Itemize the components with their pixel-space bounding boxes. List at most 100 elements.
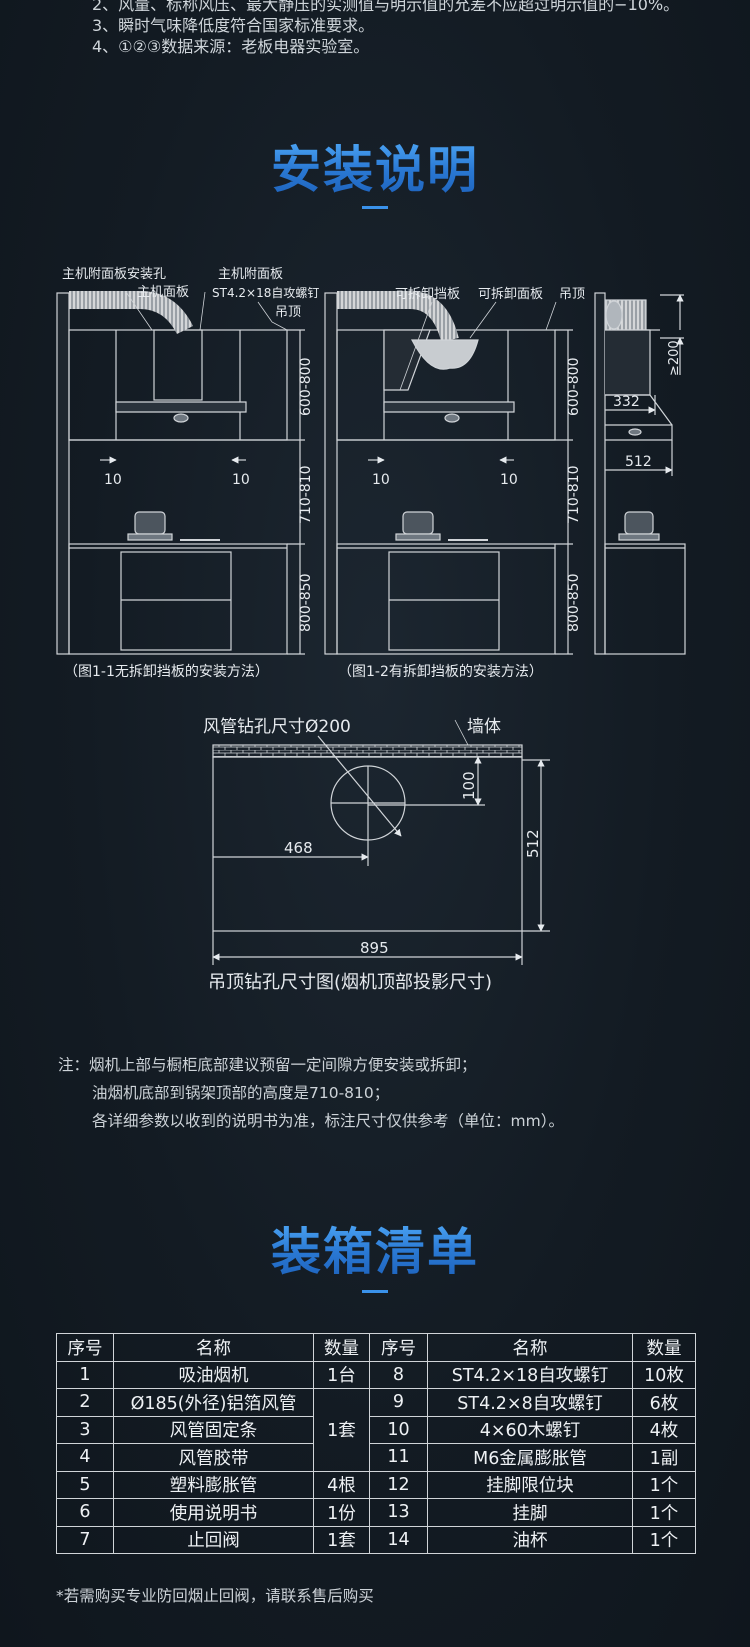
- dim-fig2-upper: 600-800: [566, 358, 582, 417]
- cell-name: M6金属膨胀管: [427, 1443, 633, 1472]
- cell-no: 14: [369, 1525, 428, 1554]
- cell-name: Ø185(外径)铝箔风管: [113, 1388, 314, 1417]
- figure-1-1: [56, 291, 305, 655]
- packing-table: 序号 名称 数量 序号 名称 数量 1 吸油烟机 1台 8 ST4.2×18自攻…: [56, 1333, 696, 1554]
- label-removable-baffle: 可拆卸挡板: [395, 286, 460, 302]
- label-wall: 墙体: [467, 717, 501, 737]
- caption-ceiling: 吊顶钻孔尺寸图(烟机顶部投影尺寸): [208, 972, 492, 993]
- cell-no: 3: [56, 1415, 114, 1444]
- cell-name: 风管胶带: [113, 1443, 314, 1472]
- cell-qty: 4根: [313, 1470, 370, 1499]
- dim-side-512: 512: [625, 454, 652, 470]
- label-main-panel: 主机面板: [137, 285, 189, 300]
- installation-title: 安装说明: [0, 130, 750, 202]
- caption-fig1: （图1-1无拆卸挡板的安装方法）: [64, 664, 269, 680]
- packing-footnote: *若需购买专业防回烟止回阀，请联系售后购买: [56, 1587, 374, 1605]
- cell-qty: 1台: [313, 1360, 370, 1389]
- header-qty-1: 数量: [313, 1333, 370, 1362]
- label-screw: ST4.2×18自攻螺钉: [212, 286, 319, 300]
- dim-side-top: ≥200: [667, 340, 682, 376]
- cell-qty-merged: 1套: [313, 1388, 370, 1472]
- cell-name: 挂脚限位块: [427, 1470, 633, 1499]
- cell-no: 1: [56, 1360, 114, 1389]
- cell-qty: 1套: [313, 1525, 370, 1554]
- cell-name: 风管固定条: [113, 1415, 314, 1444]
- table-row: 6 使用说明书 1份 13 挂脚 1个: [56, 1498, 696, 1527]
- header-name-1: 名称: [113, 1333, 314, 1362]
- dim-100: 100: [460, 771, 478, 800]
- spec-note-4: 4、①②③数据来源：老板电器实验室。: [92, 37, 370, 56]
- dim-fig2-middle: 710-810: [566, 466, 582, 525]
- cell-no: 11: [369, 1443, 428, 1472]
- cell-name: 油杯: [427, 1525, 633, 1554]
- table-row: 3 风管固定条 10 4×60木螺钉 4枚: [56, 1415, 696, 1444]
- cell-qty: 1个: [632, 1498, 696, 1527]
- spec-notes: 2、风量、标称风压、最大静压的实测值与明示值的允差不应超过明示值的−10%。 3…: [92, 0, 679, 57]
- cell-no: 13: [369, 1498, 428, 1527]
- note-line-3: 各详细参数以收到的说明书为准，标注尺寸仅供参考（单位：mm）。: [92, 1112, 564, 1130]
- spec-note-2: 2、风量、标称风压、最大静压的实测值与明示值的允差不应超过明示值的−10%。: [92, 0, 680, 14]
- table-header-row: 序号 名称 数量 序号 名称 数量: [56, 1333, 696, 1362]
- dim-fig1-lower: 800-850: [298, 574, 314, 633]
- cell-qty: 1个: [632, 1470, 696, 1499]
- cell-name: 使用说明书: [113, 1498, 314, 1527]
- header-name-2: 名称: [427, 1333, 633, 1362]
- label-ceiling-2: 吊顶: [559, 287, 585, 302]
- cell-qty: 10枚: [632, 1360, 696, 1389]
- dim-fig1-upper: 600-800: [298, 358, 314, 417]
- cell-no: 7: [56, 1525, 114, 1554]
- cell-no: 10: [369, 1415, 428, 1444]
- table-row: 7 止回阀 1套 14 油杯 1个: [56, 1525, 696, 1554]
- cell-name: 塑料膨胀管: [113, 1470, 314, 1499]
- dim-468: 468: [284, 839, 313, 857]
- header-no-1: 序号: [56, 1333, 114, 1362]
- cell-name: ST4.2×18自攻螺钉: [427, 1360, 633, 1389]
- dim-fig2-lower: 800-850: [566, 574, 582, 633]
- cell-qty: 1份: [313, 1498, 370, 1527]
- note-line-1: 注：烟机上部与橱柜底部建议预留一定间隙方便安装或拆卸；: [58, 1056, 477, 1074]
- cell-no: 9: [369, 1388, 428, 1417]
- dim-side-332: 332: [613, 394, 640, 410]
- cell-name: 4×60木螺钉: [427, 1415, 633, 1444]
- installation-notes: 注：烟机上部与橱柜底部建议预留一定间隙方便安装或拆卸； 油烟机底部到锅架顶部的高…: [58, 1051, 564, 1135]
- installation-title-bar: [362, 206, 388, 209]
- cell-name: 挂脚: [427, 1498, 633, 1527]
- header-no-2: 序号: [369, 1333, 428, 1362]
- cell-name: ST4.2×8自攻螺钉: [427, 1388, 633, 1417]
- ceiling-drawing: [212, 719, 550, 965]
- figure-side-view: [594, 292, 686, 655]
- label-ceiling-1: 吊顶: [275, 305, 301, 320]
- cell-qty: 4枚: [632, 1415, 696, 1444]
- packing-title: 装箱清单: [0, 1212, 750, 1284]
- cell-no: 6: [56, 1498, 114, 1527]
- label-attached-panel: 主机附面板: [218, 267, 283, 282]
- installation-diagram: 主机附面板安装孔 主机面板 主机附面板 ST4.2×18自攻螺钉 吊顶 10 1…: [56, 267, 686, 993]
- cell-qty: 1个: [632, 1525, 696, 1554]
- header-qty-2: 数量: [632, 1333, 696, 1362]
- label-duct-hole: 风管钻孔尺寸Ø200: [203, 717, 351, 737]
- cell-no: 8: [369, 1360, 428, 1389]
- figure-1-2: [324, 291, 573, 655]
- packing-title-bar: [362, 1290, 388, 1293]
- cell-no: 12: [369, 1470, 428, 1499]
- cell-qty: 6枚: [632, 1388, 696, 1417]
- cell-no: 2: [56, 1388, 114, 1417]
- table-row: 1 吸油烟机 1台 8 ST4.2×18自攻螺钉 10枚: [56, 1360, 696, 1389]
- dim-fig1-right-gap: 10: [232, 472, 250, 488]
- note-line-2: 油烟机底部到锅架顶部的高度是710-810；: [92, 1084, 390, 1102]
- caption-fig2: （图1-2有拆卸挡板的安装方法）: [338, 664, 543, 680]
- cell-no: 4: [56, 1443, 114, 1472]
- spec-note-3: 3、瞬时气味降低度符合国家标准要求。: [92, 16, 375, 35]
- table-row: 5 塑料膨胀管 4根 12 挂脚限位块 1个: [56, 1470, 696, 1499]
- dim-512: 512: [524, 829, 542, 858]
- cell-name: 止回阀: [113, 1525, 314, 1554]
- cell-name: 吸油烟机: [113, 1360, 314, 1389]
- dim-fig1-middle: 710-810: [298, 466, 314, 525]
- label-removable-panel: 可拆卸面板: [478, 286, 543, 302]
- dim-fig2-right-gap: 10: [500, 472, 518, 488]
- dim-fig2-left-gap: 10: [372, 472, 390, 488]
- dim-fig1-left-gap: 10: [104, 472, 122, 488]
- cell-no: 5: [56, 1470, 114, 1499]
- cell-qty: 1副: [632, 1443, 696, 1472]
- label-panel-hole: 主机附面板安装孔: [62, 267, 166, 282]
